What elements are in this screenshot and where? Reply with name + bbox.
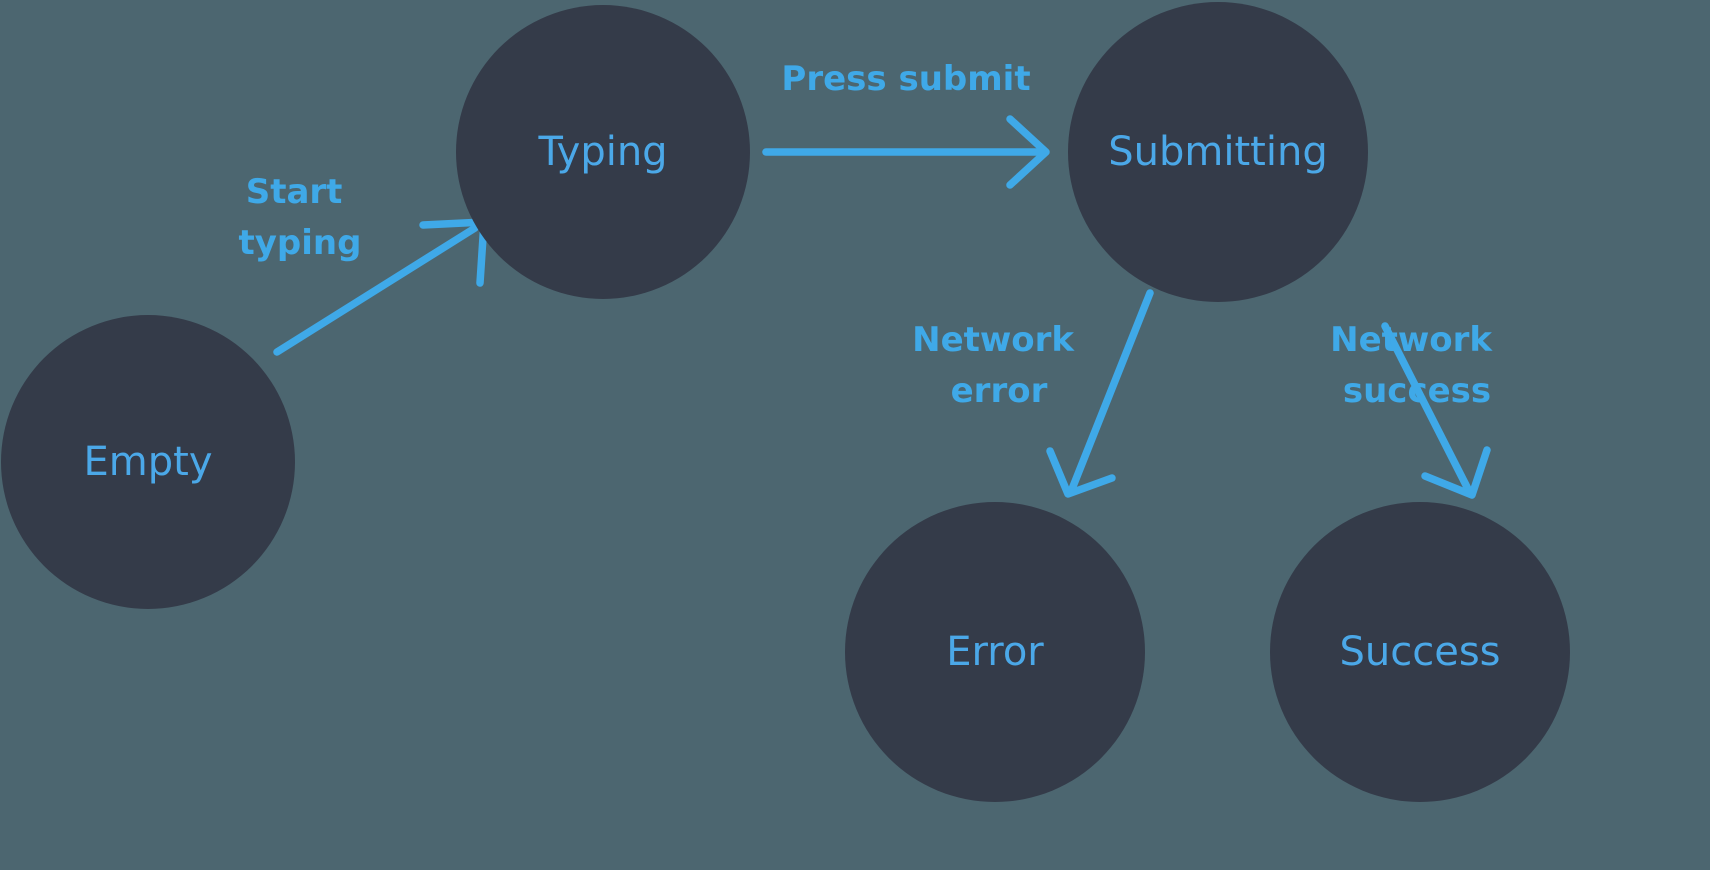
- state-node-typing[interactable]: Typing: [456, 5, 750, 299]
- node-group: Empty Typing Submitting Error Success: [1, 2, 1570, 802]
- state-node-error-label: Error: [946, 629, 1044, 675]
- edge-press-submit-label: Press submit: [781, 59, 1030, 99]
- edge-start-typing[interactable]: Start typing: [239, 172, 488, 356]
- edge-network-error-line: [1068, 289, 1154, 493]
- state-node-submitting-circle: [1068, 2, 1368, 302]
- state-node-success-circle: [1270, 502, 1570, 802]
- state-node-error[interactable]: Error: [845, 502, 1145, 802]
- state-node-success[interactable]: Success: [1270, 502, 1570, 802]
- state-node-success-label: Success: [1339, 629, 1500, 675]
- edge-start-typing-line: [273, 224, 479, 356]
- state-node-submitting-label: Submitting: [1108, 129, 1327, 175]
- edge-label-line: Press submit: [781, 59, 1030, 99]
- state-node-empty[interactable]: Empty: [1, 315, 295, 609]
- edge-network-success-line: [1381, 322, 1472, 493]
- edge-label-line: typing: [239, 223, 362, 263]
- edge-start-typing-label: Start typing: [239, 172, 362, 263]
- edge-network-success[interactable]: Network success: [1330, 320, 1504, 499]
- edge-press-submit[interactable]: Press submit: [762, 59, 1050, 189]
- edge-network-success-label: Network success: [1330, 320, 1504, 411]
- edge-label-line: Network: [912, 320, 1075, 360]
- edge-network-error[interactable]: Network error: [912, 289, 1154, 498]
- edge-label-line: Network: [1330, 320, 1493, 360]
- state-node-error-circle: [845, 502, 1145, 802]
- edge-label-line: success: [1343, 371, 1491, 411]
- state-node-empty-circle: [1, 315, 295, 609]
- edge-press-submit-arrowhead: [1006, 115, 1050, 189]
- edge-network-error-label: Network error: [912, 320, 1086, 411]
- edge-network-error-arrowhead: [1046, 447, 1116, 498]
- state-node-empty-label: Empty: [84, 439, 213, 485]
- edge-network-success-arrowhead: [1421, 446, 1491, 499]
- state-node-typing-label: Typing: [537, 129, 667, 175]
- state-node-submitting[interactable]: Submitting: [1068, 2, 1368, 302]
- edge-group: Start typing Press submit Network error: [239, 59, 1504, 499]
- edge-label-line: Start: [246, 172, 343, 212]
- edge-label-line: error: [951, 371, 1048, 411]
- state-node-typing-circle: [456, 5, 750, 299]
